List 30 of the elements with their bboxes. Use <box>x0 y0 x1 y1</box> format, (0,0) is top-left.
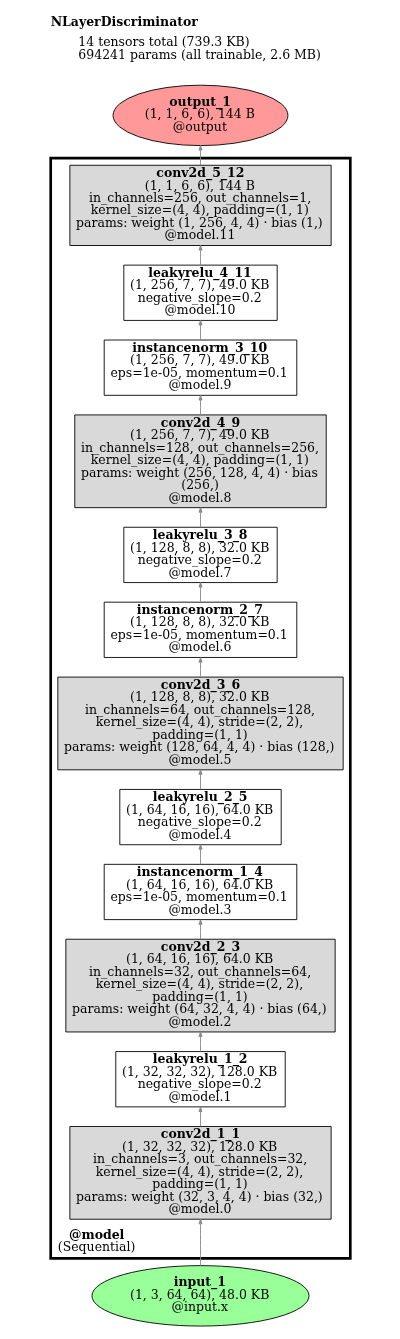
arrow <box>198 657 202 678</box>
label: 694241 params (all trainable, 2.6 MB) <box>77 47 321 63</box>
node-box: conv2d_5_12 (1, 1, 6, 6), 144 B in_channels=256, out_channels=1, kernel_size=(4, 4), padding=(1, 1) params: weight (1, 256, 4, 4) · bias (1,) @model.11 <box>68 164 332 246</box>
arrow <box>198 507 202 528</box>
node-box: leakyrelu_4_11 (1, 256, 7, 7), 49.0 KB negative_slope=0.2 @model.10 <box>122 264 278 321</box>
arrow <box>198 145 202 166</box>
node-box: instancenorm_3_10 (1, 256, 7, 7), 49.0 KB eps=1e-05, momentum=0.1 @model.9 <box>103 339 297 396</box>
arrow <box>198 395 202 416</box>
arrow <box>198 245 202 266</box>
node-box: instancenorm_2_7 (1, 128, 8, 8), 32.0 KB eps=1e-05, momentum=0.1 @model.6 <box>103 601 297 658</box>
arrow <box>198 1031 202 1052</box>
arrow <box>198 769 202 790</box>
arrow <box>198 1218 202 1266</box>
arrow <box>198 844 202 865</box>
arrow <box>198 919 202 940</box>
node-box: conv2d_3_6 (1, 128, 8, 8), 32.0 KB in_channels=64, out_channels=128, kernel_size=(4, 4), stride=(2, 2), padding=(1, 1) params: weight (128, 64, 4, 4) · bias (128,) @model.5 <box>56 676 344 771</box>
node-box: conv2d_2_3 (1, 64, 16, 16), 64.0 KB in_channels=32, out_channels=64, kernel_size=(4, 4), stride=(2, 2), padding=(1, 1) params: weight (64, 32, 4, 4) · bias (64,) @model.2 <box>64 938 336 1033</box>
node-box: conv2d_1_1 (1, 32, 32, 32), 128.0 KB in_channels=3, out_channels=32, kernel_size=(4, 4), stride=(2, 2), padding=(1, 1) params: weight (32, 3, 4, 4) · bias (32,) @model.0 <box>68 1126 332 1220</box>
node-box: conv2d_4_9 (1, 256, 7, 7), 49.0 KB in_channels=128, out_channels=256, kernel_size=(4, 4), padding=(1, 1) params: weight (256, 128, 4, 4) · bias (256,) @model.8 <box>73 414 327 509</box>
node-box: instancenorm_1_4 (1, 64, 16, 16), 64.0 KB eps=1e-05, momentum=0.1 @model.3 <box>103 863 297 921</box>
diagram-title: NLayerDiscriminator <box>50 13 198 29</box>
label: 14 tensors total (739.3 KB) <box>77 34 250 50</box>
arrow <box>198 1106 202 1127</box>
arrow <box>198 320 202 341</box>
node-ellipse: input_1 (1, 3, 64, 64), 48.0 KB @input.x <box>91 1265 309 1327</box>
arrow <box>198 582 202 603</box>
node-ellipse: output_1 (1, 1, 6, 6), 144 B @output <box>112 84 288 147</box>
node-box: leakyrelu_1_2 (1, 32, 32, 32), 128.0 KB negative_slope=0.2 @model.1 <box>114 1051 286 1108</box>
node-box: leakyrelu_3_8 (1, 128, 8, 8), 32.0 KB negative_slope=0.2 @model.7 <box>122 526 278 583</box>
node-box: leakyrelu_2_5 (1, 64, 16, 16), 64.0 KB negative_slope=0.2 @model.4 <box>118 789 282 846</box>
